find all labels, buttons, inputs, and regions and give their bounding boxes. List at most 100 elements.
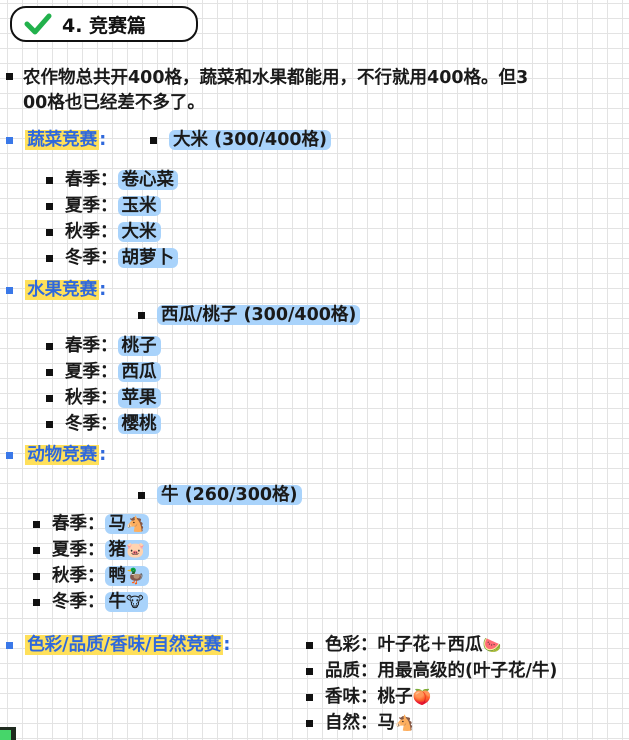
season-value: 卷心菜 (117, 170, 178, 190)
bullet-icon (150, 136, 157, 144)
intro-line-1: 农作物总共开400格，蔬菜和水果都能用，不行就用400格。但3 (23, 68, 529, 88)
heading-vegetable: 蔬菜竞赛: (6, 128, 106, 152)
item-value: 用最高级的(叶子花/牛) (377, 661, 558, 681)
item-label: 自然： (325, 713, 378, 733)
vegetable-main: 大米 (300/400格) (150, 128, 332, 152)
season-item: 夏季：玉米 (46, 194, 161, 218)
season-label: 夏季： (65, 196, 118, 216)
heading-text: 色彩/品质/香味/自然竞赛 (25, 635, 224, 655)
season-label: 夏季： (52, 540, 105, 560)
watermelon-icon: 🍉 (482, 636, 502, 654)
bullet-icon (33, 520, 40, 528)
bullet-icon (46, 228, 53, 236)
season-value: 桃子 (117, 336, 161, 356)
bullet-icon (46, 202, 53, 210)
contest-item: 香味：桃子🍑 (306, 685, 431, 709)
contest-item: 色彩：叶子花＋西瓜🍉 (306, 633, 501, 657)
contest-item: 品质：用最高级的(叶子花/牛) (306, 659, 557, 683)
season-value: 牛 (108, 592, 127, 612)
duck-icon: 🦆 (126, 567, 145, 585)
horse-icon: 🐴 (395, 714, 414, 732)
bullet-icon (6, 136, 13, 144)
bullet-icon (306, 719, 313, 727)
bullet-icon (46, 176, 53, 184)
heading-text: 动物竞赛 (25, 445, 100, 465)
season-value: 西瓜 (117, 362, 161, 382)
bullet-icon (6, 641, 13, 649)
item-value: 马 (377, 713, 396, 733)
item-value: 叶子花＋西瓜 (377, 635, 483, 655)
main-crop: 大米 (300/400格) (169, 130, 332, 150)
bullet-icon (306, 667, 313, 675)
season-label: 春季： (52, 514, 105, 534)
season-item: 秋季：鸭🦆 (33, 564, 149, 588)
season-item: 秋季：苹果 (46, 386, 161, 410)
season-label: 春季： (65, 170, 118, 190)
bullet-icon (6, 73, 13, 80)
season-label: 冬季： (65, 248, 118, 268)
season-item: 春季：桃子 (46, 334, 161, 358)
check-icon (24, 13, 52, 35)
section-title-pill: 4. 竞赛篇 (10, 6, 198, 42)
season-value: 鸭 (108, 566, 127, 586)
main-crop: 西瓜/桃子 (300/400格) (157, 305, 361, 325)
season-label: 春季： (65, 336, 118, 356)
heading-colon: : (223, 635, 231, 655)
bullet-icon (46, 420, 53, 428)
season-label: 冬季： (65, 414, 118, 434)
pig-icon: 🐷 (126, 541, 145, 559)
season-item: 春季：马🐴 (33, 512, 149, 536)
season-item: 冬季：牛🐮 (33, 590, 148, 614)
season-item: 春季：卷心菜 (46, 168, 178, 192)
season-label: 秋季： (52, 566, 105, 586)
bullet-icon (46, 254, 53, 262)
season-value: 猪 (108, 540, 127, 560)
item-label: 品质： (325, 661, 378, 681)
main-animal: 牛 (260/300格) (157, 485, 302, 505)
contest-item: 自然：马🐴 (306, 711, 414, 735)
item-label: 色彩： (325, 635, 378, 655)
heading-text: 水果竞赛 (25, 280, 100, 300)
intro-bullet: 农作物总共开400格，蔬菜和水果都能用，不行就用400格。但3 00格也已经差不… (6, 66, 626, 116)
heading-animal: 动物竞赛: (6, 443, 106, 467)
bullet-icon (46, 342, 53, 350)
season-label: 冬季： (52, 592, 105, 612)
bullet-icon (138, 311, 145, 319)
season-item: 秋季：大米 (46, 220, 161, 244)
season-label: 秋季： (65, 388, 118, 408)
bullet-icon (138, 491, 145, 499)
horse-icon: 🐴 (126, 515, 145, 533)
heading-text: 蔬菜竞赛 (25, 130, 100, 150)
season-label: 秋季： (65, 222, 118, 242)
bullet-icon (33, 598, 40, 606)
bullet-icon (33, 546, 40, 554)
heading-fruit: 水果竞赛: (6, 278, 106, 302)
heading-colon: : (99, 130, 107, 150)
season-value: 玉米 (117, 196, 161, 216)
season-label: 夏季： (65, 362, 118, 382)
corner-marker (0, 727, 16, 740)
item-label: 香味： (325, 687, 378, 707)
season-item: 冬季：樱桃 (46, 412, 161, 436)
item-value: 桃子 (377, 687, 413, 707)
cow-icon: 🐮 (126, 593, 144, 611)
bullet-icon (6, 451, 13, 459)
season-item: 夏季：西瓜 (46, 360, 161, 384)
animal-main: 牛 (260/300格) (138, 483, 302, 507)
fruit-main: 西瓜/桃子 (300/400格) (138, 303, 361, 327)
season-value: 胡萝卜 (117, 248, 178, 268)
bullet-icon (306, 693, 313, 701)
season-value: 大米 (117, 222, 161, 242)
bullet-icon (306, 641, 313, 649)
bullet-icon (6, 286, 13, 294)
section-title: 4. 竞赛篇 (62, 14, 147, 37)
heading-misc-contests: 色彩/品质/香味/自然竞赛: (6, 633, 230, 657)
peach-icon: 🍑 (412, 688, 432, 706)
heading-colon: : (99, 445, 107, 465)
intro-line-2: 00格也已经差不多了。 (23, 93, 205, 113)
season-value: 苹果 (117, 388, 161, 408)
season-value: 马 (108, 514, 127, 534)
heading-colon: : (99, 280, 107, 300)
season-value: 樱桃 (117, 414, 161, 434)
season-item: 冬季：胡萝卜 (46, 246, 178, 270)
